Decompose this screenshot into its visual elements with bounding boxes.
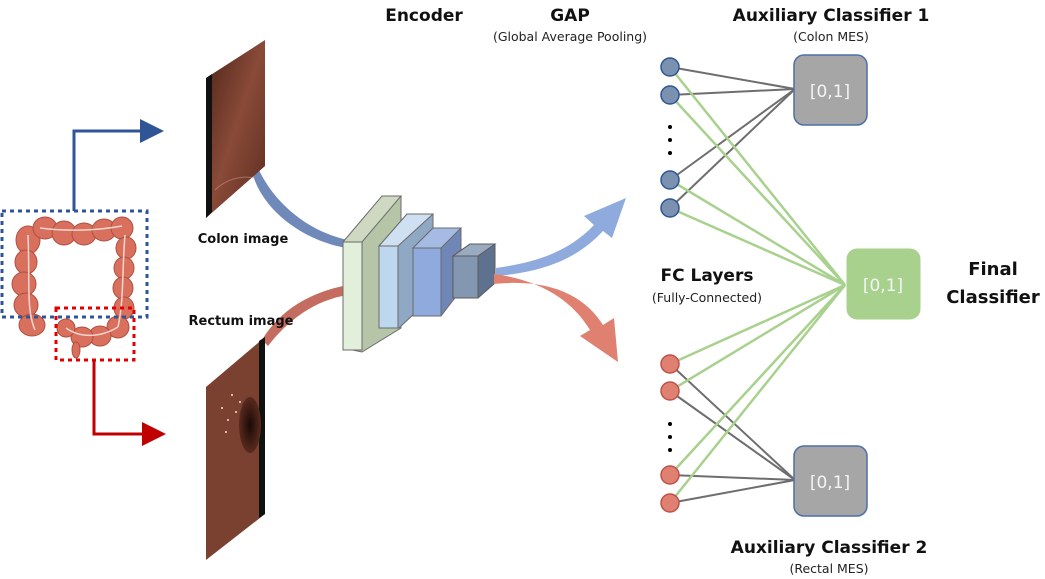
colon-node bbox=[660, 57, 680, 77]
rectum-node bbox=[660, 381, 680, 401]
colon-node bbox=[660, 198, 680, 218]
gap-title: GAP bbox=[550, 6, 590, 26]
colon-image-label: Colon image bbox=[198, 232, 289, 247]
gap-subtitle: (Global Average Pooling) bbox=[493, 29, 647, 44]
colon-illustration bbox=[11, 216, 137, 359]
aux1-title: Auxiliary Classifier 1 bbox=[733, 6, 930, 26]
colon-node bbox=[660, 85, 680, 105]
aux1-output-box: [0,1] bbox=[793, 54, 868, 126]
final-label-line2: Classifier bbox=[946, 287, 1040, 308]
rectum-node bbox=[660, 493, 680, 513]
rectum-arrow bbox=[92, 360, 166, 446]
nodes-to-final-edges bbox=[669, 66, 846, 504]
colon-to-aux1-edges bbox=[669, 66, 796, 209]
rectum-node bbox=[660, 465, 680, 485]
rectum-fc-nodes bbox=[660, 354, 680, 513]
colon-node bbox=[660, 170, 680, 190]
fc-arrow-down bbox=[494, 274, 618, 362]
colon-ellipsis-dots bbox=[668, 125, 672, 155]
colon-arrow bbox=[72, 119, 164, 211]
rectum-image-label: Rectum image bbox=[189, 314, 294, 329]
fc-subtitle: (Fully-Connected) bbox=[652, 290, 762, 305]
rectum-flow-ribbon bbox=[262, 285, 348, 346]
encoder-blocks bbox=[341, 195, 497, 353]
aux2-output-box: [0,1] bbox=[793, 445, 868, 517]
colon-flow-ribbon bbox=[252, 168, 348, 248]
rectum-endoscopy-image bbox=[206, 337, 265, 560]
final-range: [0,1] bbox=[863, 276, 903, 296]
gap-arrow-up bbox=[496, 198, 626, 276]
fc-title: FC Layers bbox=[661, 266, 754, 286]
rectum-ellipsis-dots bbox=[668, 422, 672, 452]
aux2-range: [0,1] bbox=[810, 473, 850, 493]
encoder-label: Encoder bbox=[385, 6, 463, 26]
final-output-box: [0,1] bbox=[846, 248, 921, 320]
aux2-title: Auxiliary Classifier 2 bbox=[731, 538, 928, 558]
rectum-node bbox=[660, 354, 680, 374]
aux1-subtitle: (Colon MES) bbox=[793, 29, 869, 44]
colon-gap-nodes bbox=[660, 57, 680, 218]
aux1-range: [0,1] bbox=[810, 82, 850, 102]
colon-endoscopy-image bbox=[206, 40, 265, 218]
final-label-line1: Final bbox=[968, 259, 1018, 280]
rectum-to-aux2-edges bbox=[669, 363, 796, 504]
aux2-subtitle: (Rectal MES) bbox=[789, 561, 868, 576]
